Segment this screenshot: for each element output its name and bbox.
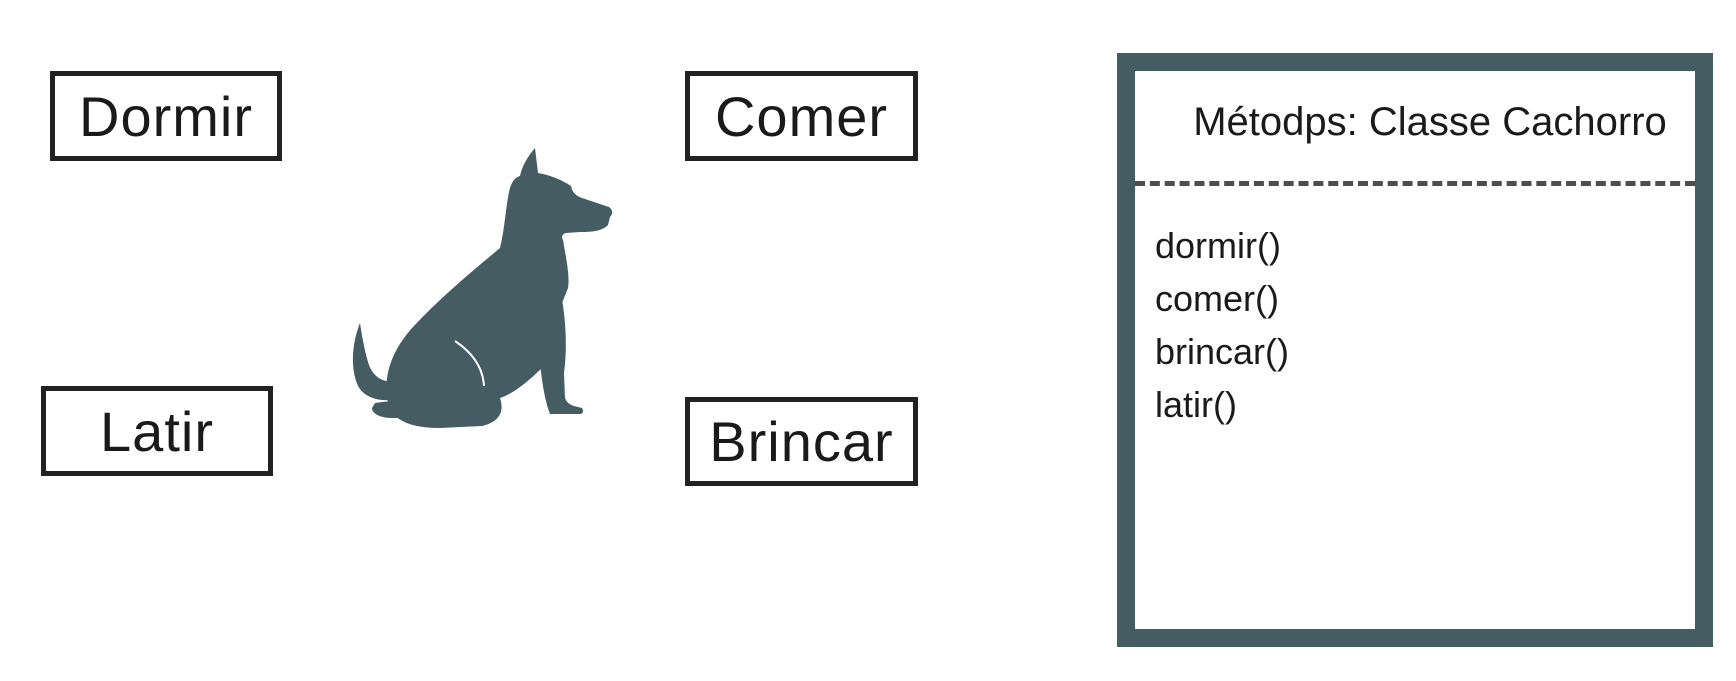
- method-item: dormir(): [1155, 225, 1281, 266]
- action-label-comer: Comer: [714, 84, 889, 148]
- method-item: brincar(): [1155, 331, 1290, 372]
- action-box-brincar: Brincar: [685, 397, 918, 486]
- class-methods-panel: Métodps: Classe Cachorro dormir() comer(…: [1117, 53, 1713, 647]
- class-panel-divider: [1135, 181, 1695, 186]
- action-box-latir: Latir: [41, 386, 273, 476]
- action-box-dormir: Dormir: [50, 71, 282, 161]
- method-list: dormir() comer() brincar() latir(): [1155, 219, 1289, 431]
- action-label-dormir: Dormir: [79, 84, 253, 148]
- action-box-comer: Comer: [685, 71, 918, 161]
- method-item: latir(): [1155, 384, 1237, 425]
- action-label-brincar: Brincar: [709, 410, 894, 473]
- class-panel-title: Métodps: Classe Cachorro: [1193, 99, 1667, 144]
- method-item: comer(): [1155, 278, 1279, 319]
- dog-silhouette-icon: [352, 148, 613, 428]
- action-label-latir: Latir: [100, 399, 214, 463]
